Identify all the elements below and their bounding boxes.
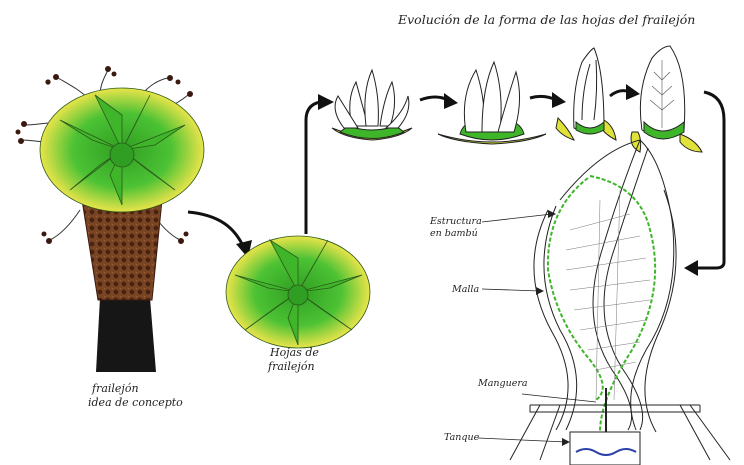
arrow-concept-to-leaves — [188, 212, 244, 248]
arrowhead-stage2-to-stage3 — [552, 92, 566, 108]
leaves-label-line1: Hojas de — [269, 346, 319, 359]
concept-label-line2: idea de concepto — [88, 396, 183, 409]
arrowhead-leaves-to-evolution — [318, 94, 334, 110]
evolution-stage-1 — [332, 70, 412, 140]
evolution-stage-4 — [631, 46, 702, 152]
structure-label-line1: Estructura — [429, 216, 482, 227]
water-tank — [570, 432, 640, 465]
leader-mesh-head — [536, 287, 544, 295]
leaves-label-line2: frailejón — [267, 360, 315, 373]
tank-label: Tanque — [444, 432, 480, 443]
arrow-leaves-to-evolution — [306, 102, 320, 234]
leader-mesh — [482, 289, 540, 291]
hose-label: Manguera — [477, 378, 528, 389]
leader-hose — [522, 394, 596, 402]
frailejon-concept-drawing — [16, 66, 205, 372]
arrowhead-evolution-to-structure — [684, 260, 698, 276]
structure-label-line2: en bambú — [430, 228, 478, 239]
arrow-stage1-to-stage2 — [420, 97, 448, 100]
leader-tank-head — [562, 438, 570, 446]
arrow-evolution-to-structure — [696, 92, 724, 268]
diagram-title: Evolución de la forma de las hojas del f… — [397, 12, 695, 27]
bamboo-structure-drawing — [510, 140, 730, 460]
frailejon-leaves-drawing — [226, 236, 370, 348]
leader-structure — [482, 214, 552, 222]
arrowhead-stage1-to-stage2 — [444, 93, 458, 109]
concept-label-line1: frailejón — [91, 382, 139, 395]
mesh-label: Malla — [451, 284, 479, 295]
evolution-stage-3 — [556, 48, 616, 140]
arrowhead-stage3-to-stage4 — [626, 84, 640, 100]
